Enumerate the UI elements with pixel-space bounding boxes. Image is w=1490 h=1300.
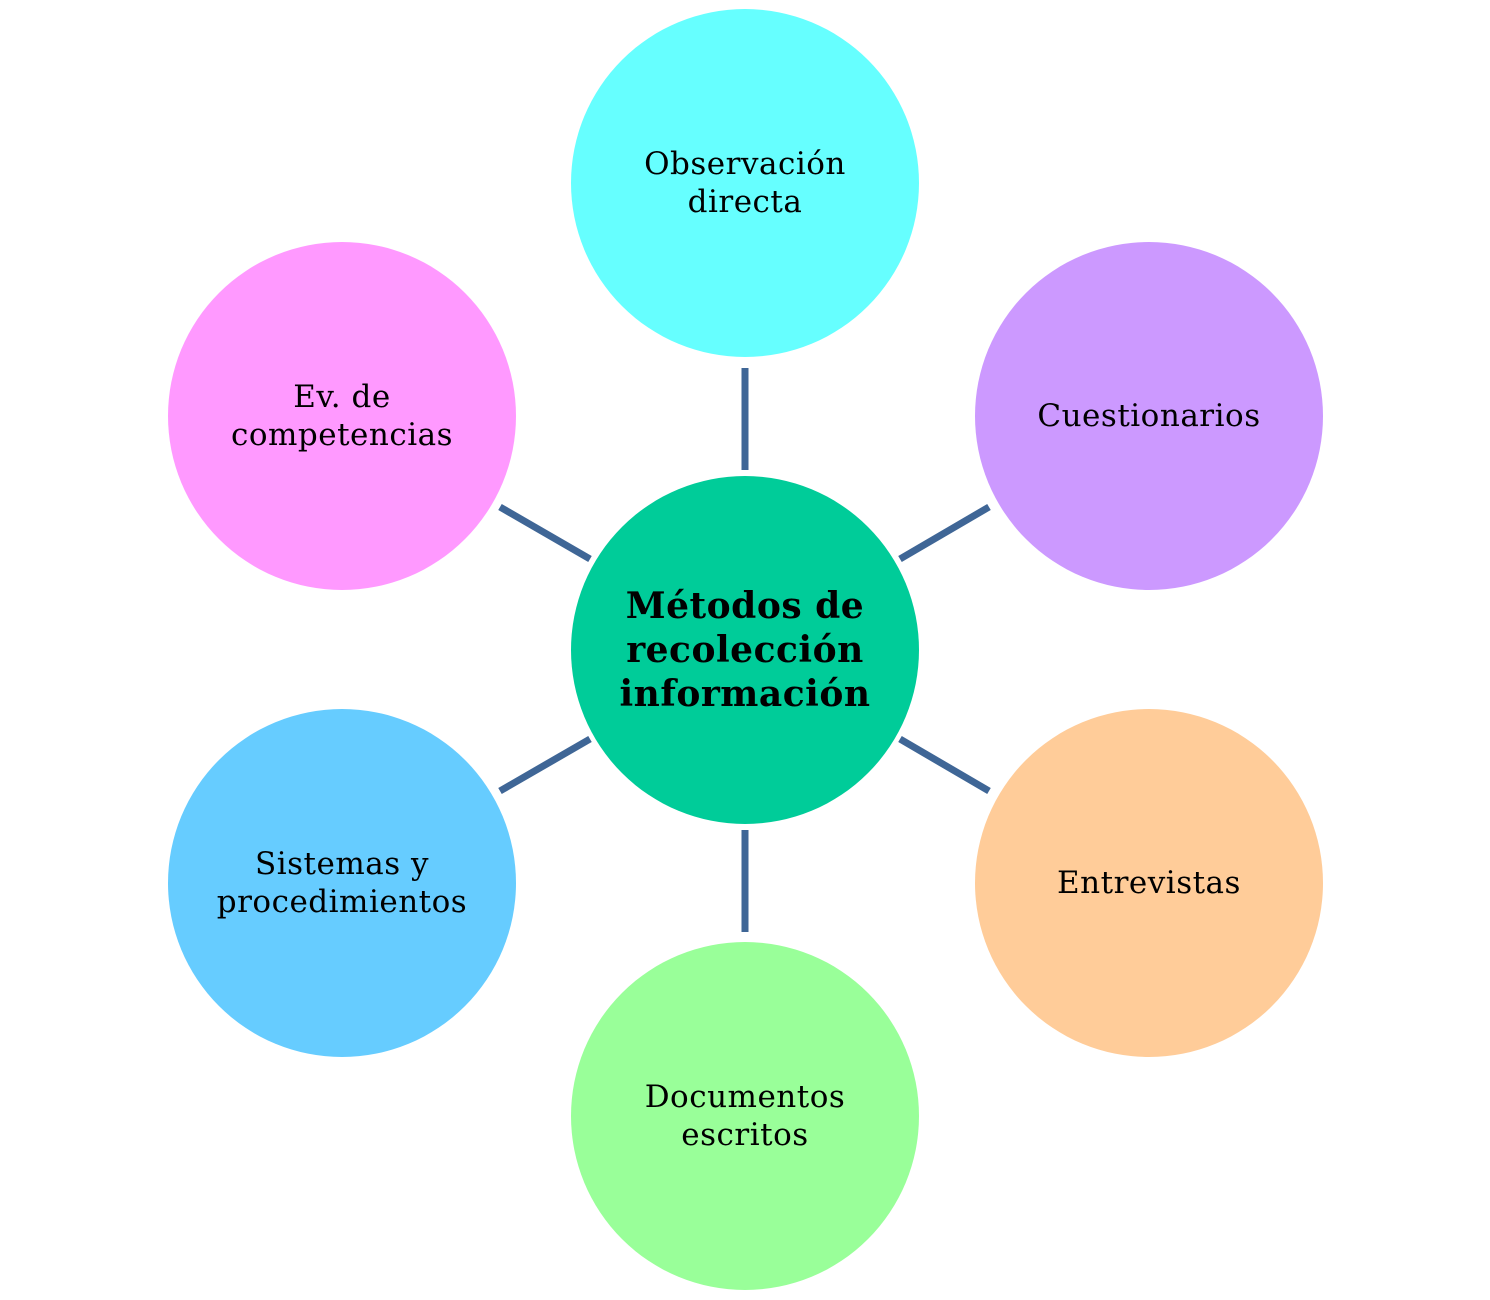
node-observacion-directa: Observación directa [571,9,919,357]
connector-entrevistas [898,735,991,795]
node-label: Sistemas y procedimientos [217,845,467,921]
node-label-line-1: Cuestionarios [1037,398,1261,434]
node-label-line-2: escritos [681,1117,809,1153]
connector-sistemas [498,735,592,795]
node-ev-competencias: Ev. de competencias [168,242,516,590]
node-label-line-1: Observación [644,146,846,182]
node-label: Entrevistas [1057,864,1241,902]
node-label: Documentos escritos [645,1078,846,1154]
node-cuestionarios: Cuestionarios [975,242,1323,590]
node-label-line-1: Documentos [644,1079,846,1115]
node-label-line-2: competencias [230,417,454,453]
center-node: Métodos de recolección información [571,476,919,824]
center-label-line-3: información [619,673,871,715]
node-entrevistas: Entrevistas [975,709,1323,1057]
node-label-line-1: Ev. de [293,379,391,415]
node-label-line-1: Entrevistas [1057,865,1241,901]
node-label: Ev. de competencias [231,378,453,454]
node-documentos-escritos: Documentos escritos [571,942,919,1290]
center-label-line-1: Métodos de [625,585,865,627]
node-sistemas-procedimientos: Sistemas y procedimientos [168,709,516,1057]
connector-cuestionarios [898,503,991,563]
node-label-line-2: directa [687,184,803,220]
node-label-line-1: Sistemas y [254,846,429,882]
node-label: Observación directa [644,145,846,221]
center-label-line-2: recolección [626,629,864,671]
center-label: Métodos de recolección información [619,584,870,716]
node-label: Cuestionarios [1037,397,1260,435]
node-label-line-2: procedimientos [216,884,468,920]
connector-competencias [498,503,592,563]
